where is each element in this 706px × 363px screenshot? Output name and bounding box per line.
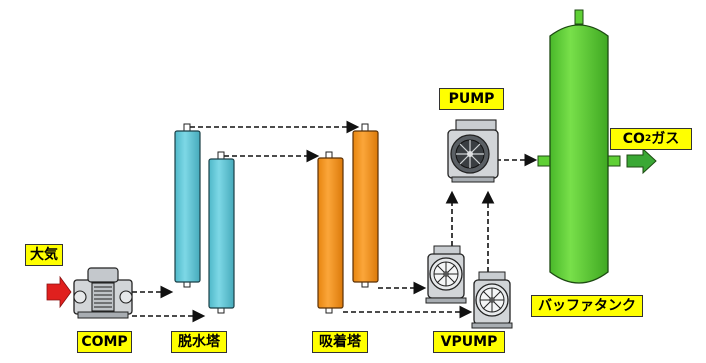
dehydration-tower-1 — [174, 123, 201, 288]
air-label: 大気 — [25, 244, 63, 266]
compressor-icon — [73, 267, 133, 319]
flow-lines — [132, 120, 538, 323]
pump-label: PUMP — [439, 88, 504, 110]
dehydration-tower-2 — [208, 151, 235, 314]
adsorption-tower-1 — [317, 151, 344, 314]
vacuum-pump-icon — [471, 271, 513, 329]
inlet-arrow-icon — [46, 275, 72, 309]
outlet-arrow-icon — [626, 147, 657, 175]
adsorption-tower-2 — [352, 123, 379, 288]
vpump-label: VPUMP — [433, 331, 505, 353]
buffer-tank — [537, 9, 621, 284]
dehydration-tower-label: 脱水塔 — [171, 331, 227, 353]
pump-icon — [447, 119, 499, 183]
buffer-tank-label: バッファタンク — [531, 295, 643, 317]
comp-label: COMP — [77, 331, 132, 353]
vacuum-pump-icon — [425, 245, 467, 304]
adsorption-tower-label: 吸着塔 — [312, 331, 368, 353]
